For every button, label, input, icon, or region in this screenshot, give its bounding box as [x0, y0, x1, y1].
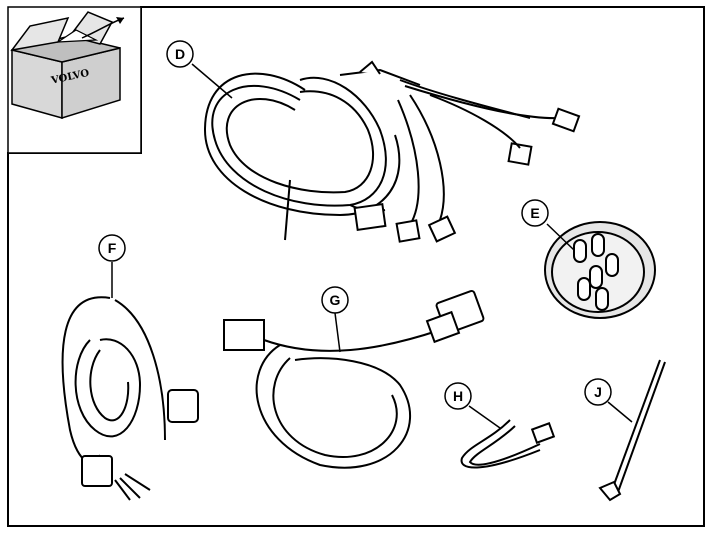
- cable-tie-j: [598, 359, 666, 502]
- wiring-harness-f: [61, 296, 199, 501]
- callout-d-label: D: [175, 46, 185, 62]
- socket-e: [544, 221, 656, 319]
- callout-e-label: E: [530, 205, 539, 221]
- callout-h-label: H: [453, 388, 463, 404]
- callout-h: H: [444, 382, 472, 410]
- wiring-harness-d: [203, 60, 581, 243]
- callout-j-label: J: [594, 384, 602, 400]
- callout-e: E: [521, 199, 549, 227]
- leader-lines: [111, 63, 633, 429]
- callout-f-label: F: [108, 240, 117, 256]
- wiring-harness-g: [223, 289, 485, 469]
- callout-f: F: [98, 234, 126, 262]
- callout-d: D: [166, 40, 194, 68]
- callout-g: G: [321, 286, 349, 314]
- package-box-icon: VOLVO: [7, 6, 142, 154]
- callout-j: J: [584, 378, 612, 406]
- callout-g-label: G: [330, 292, 341, 308]
- cable-tie-h: [460, 419, 556, 469]
